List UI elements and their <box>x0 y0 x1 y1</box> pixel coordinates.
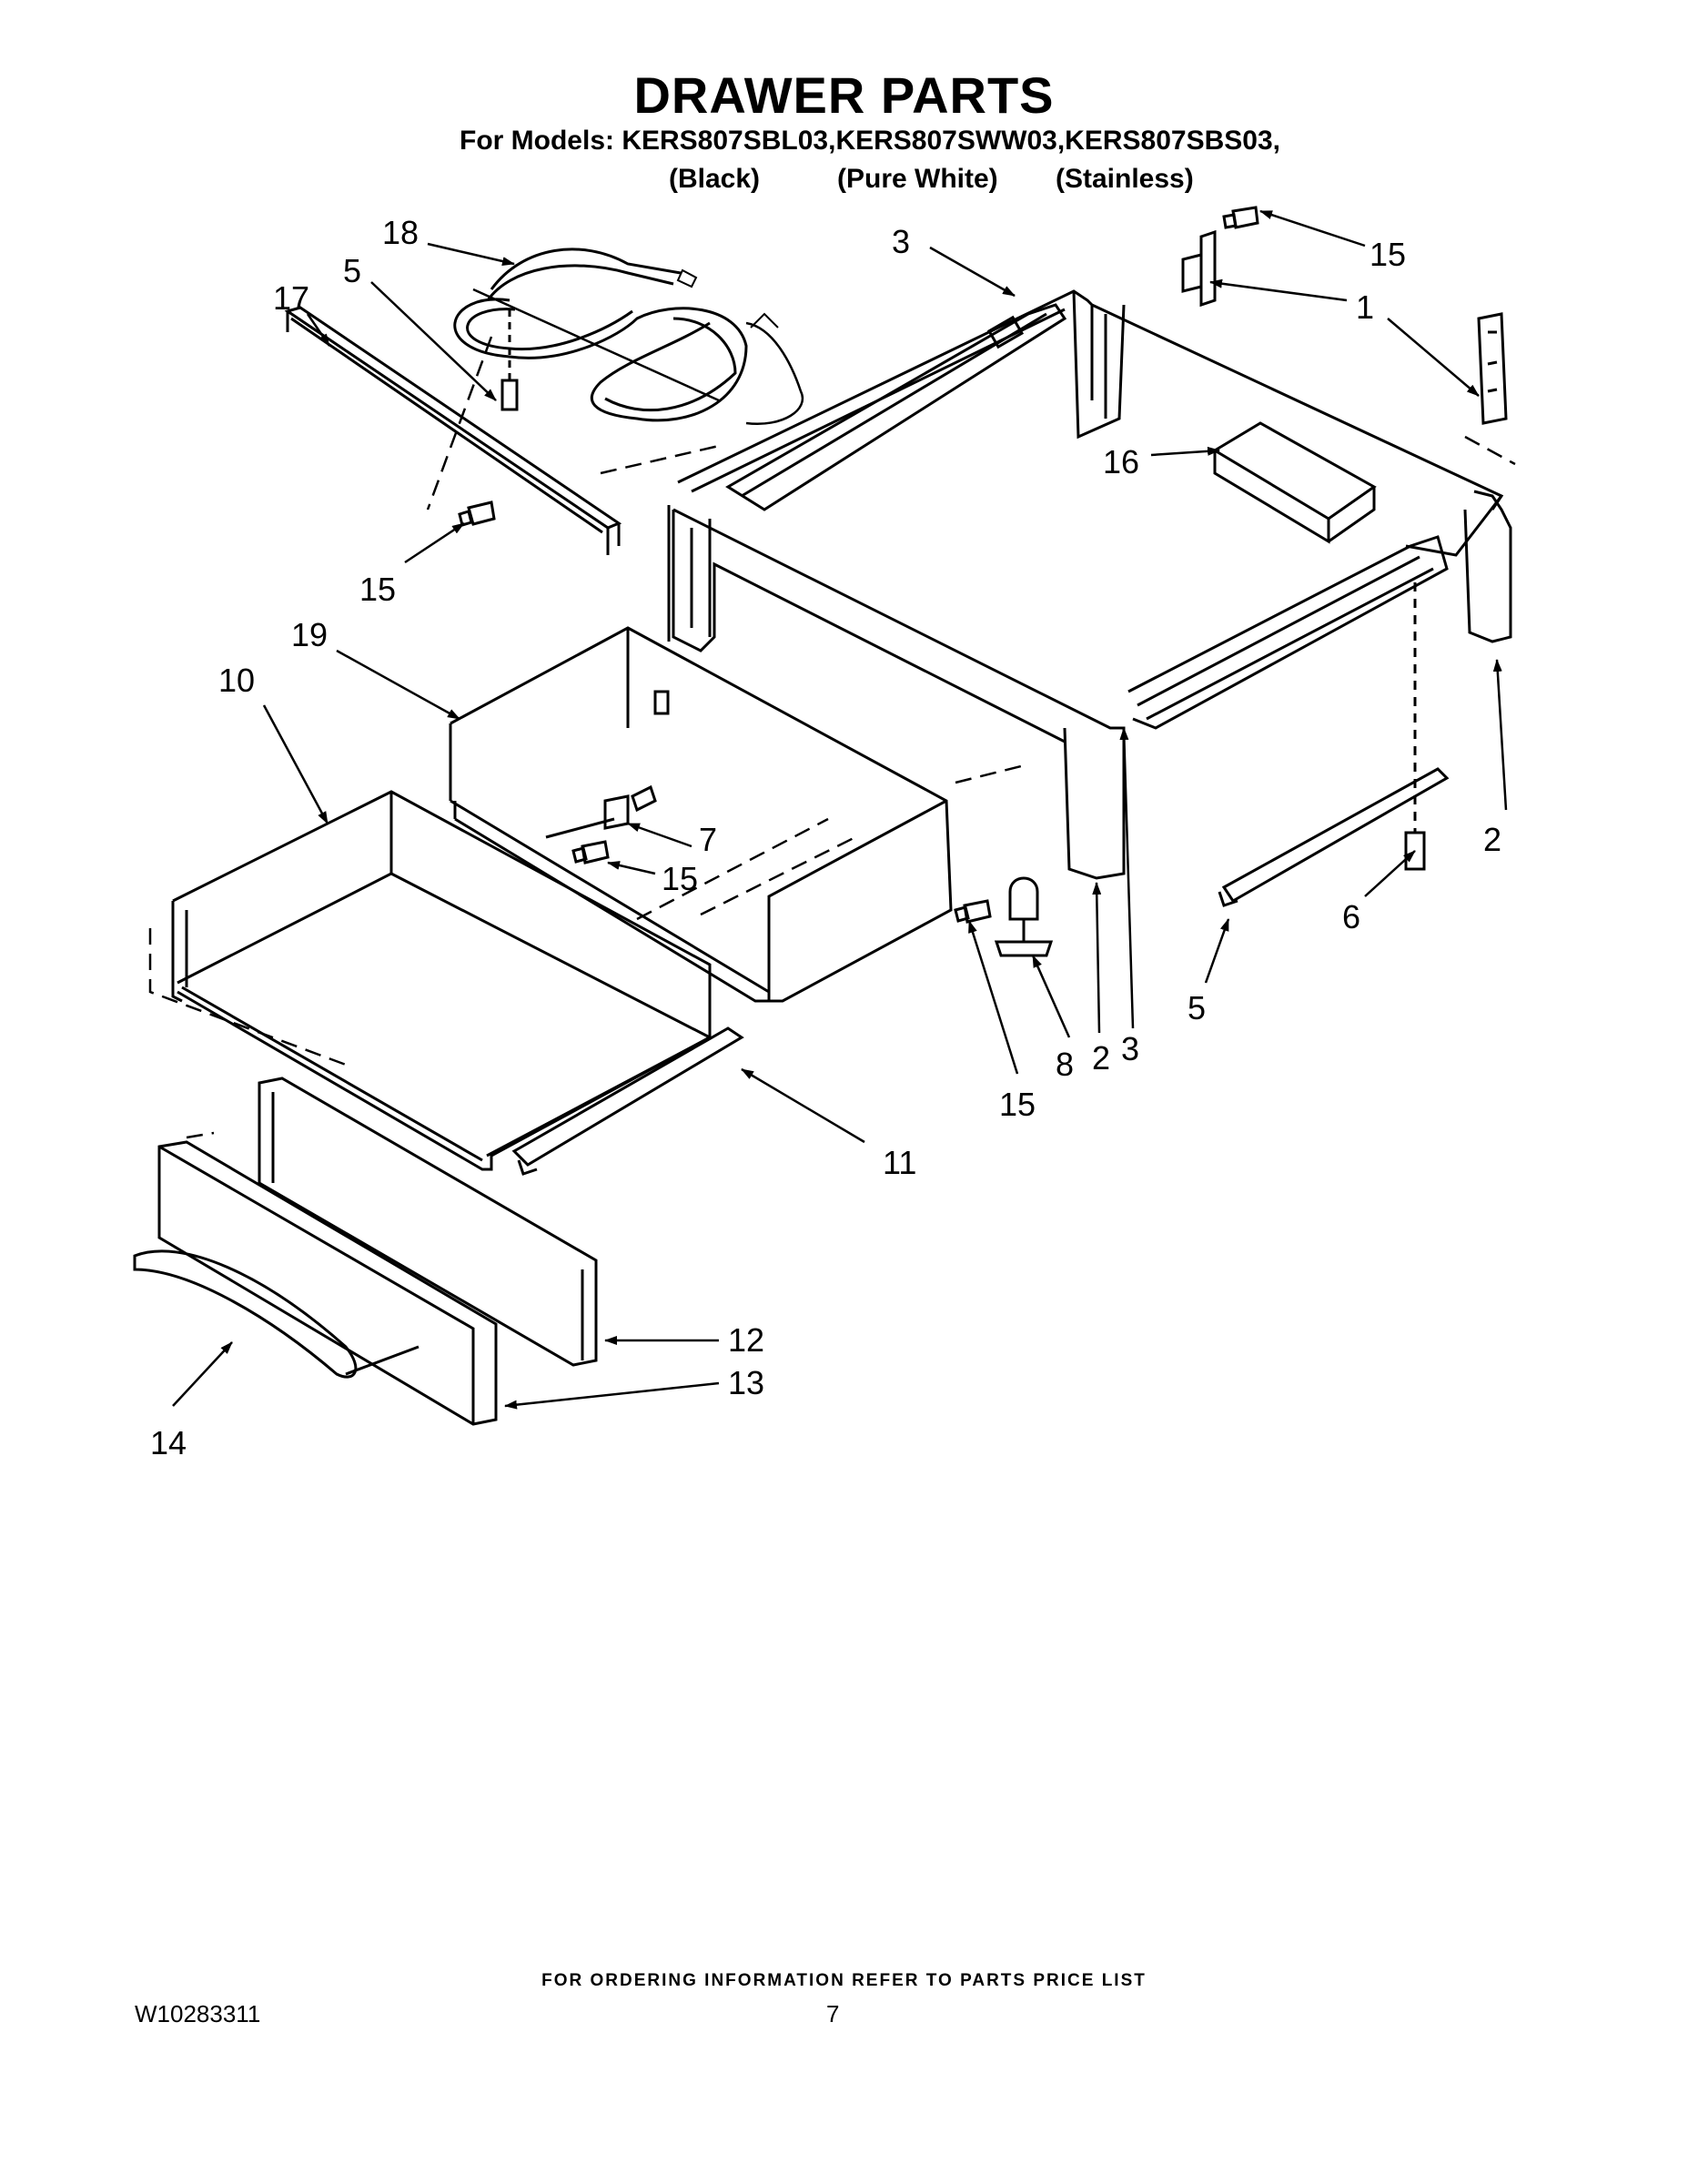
callout-label: 7 <box>699 821 717 858</box>
inner-panel-part <box>258 1077 598 1367</box>
callout-label: 15 <box>999 1086 1036 1123</box>
callout-label: 19 <box>291 616 328 653</box>
callout-label: 5 <box>1188 989 1206 1026</box>
callout-label: 2 <box>1483 821 1501 858</box>
sensor-part <box>545 784 657 839</box>
slide-rail-part <box>511 767 1450 1176</box>
leader-lines <box>172 209 1508 1410</box>
callout-label: 15 <box>359 571 396 608</box>
callout-label: 15 <box>662 860 698 897</box>
callout-label: 16 <box>1103 443 1139 480</box>
variant-stainless: (Stainless) <box>1056 164 1194 194</box>
variant-black: (Black) <box>669 164 761 194</box>
variant-pure-white: (Pure White) <box>837 164 998 194</box>
handle-part <box>133 1249 419 1379</box>
callout-label: 18 <box>382 214 419 251</box>
vent-bracket-part <box>1212 421 1377 544</box>
bake-element-part <box>453 248 804 426</box>
callout-label: 10 <box>218 662 255 699</box>
callout-labels: 18 5 17 15 3 15 1 16 19 10 7 15 2 6 5 15… <box>150 214 1501 1461</box>
callout-label: 12 <box>728 1321 764 1359</box>
drawer-part <box>171 790 712 1171</box>
callout-label: 8 <box>1056 1046 1074 1083</box>
bracket-part <box>1181 229 1508 425</box>
guide-lines <box>148 336 1516 1139</box>
document-number: W10283311 <box>135 2000 261 2027</box>
shield-strip-part <box>284 306 622 555</box>
callout-label: 3 <box>1121 1030 1139 1067</box>
callout-label: 17 <box>273 279 309 317</box>
screw-part <box>458 206 1259 924</box>
callout-label: 14 <box>150 1424 187 1461</box>
front-panel-part <box>157 1140 498 1426</box>
drawer-liner-part <box>449 626 953 1003</box>
screw-part <box>500 309 519 411</box>
foot-part <box>1404 582 1426 871</box>
models-line: For Models: KERS807SBL03,KERS807SWW03,KE… <box>460 126 1280 156</box>
callout-label: 1 <box>1356 288 1374 326</box>
frame-assembly-part <box>667 289 1512 880</box>
callout-label: 11 <box>883 1144 916 1181</box>
leveling-leg-part <box>994 876 1054 957</box>
ordering-note: FOR ORDERING INFORMATION REFER TO PARTS … <box>541 1971 1147 1990</box>
callout-label: 3 <box>892 223 910 260</box>
callout-label: 6 <box>1342 898 1360 935</box>
page-number: 7 <box>826 2000 840 2027</box>
callout-label: 2 <box>1092 1039 1110 1077</box>
callout-label: 13 <box>728 1364 764 1401</box>
callout-label: 5 <box>343 252 361 289</box>
rear-channel-part <box>725 303 1067 511</box>
callout-label: 15 <box>1370 236 1406 273</box>
page-title: DRAWER PARTS <box>633 66 1055 124</box>
